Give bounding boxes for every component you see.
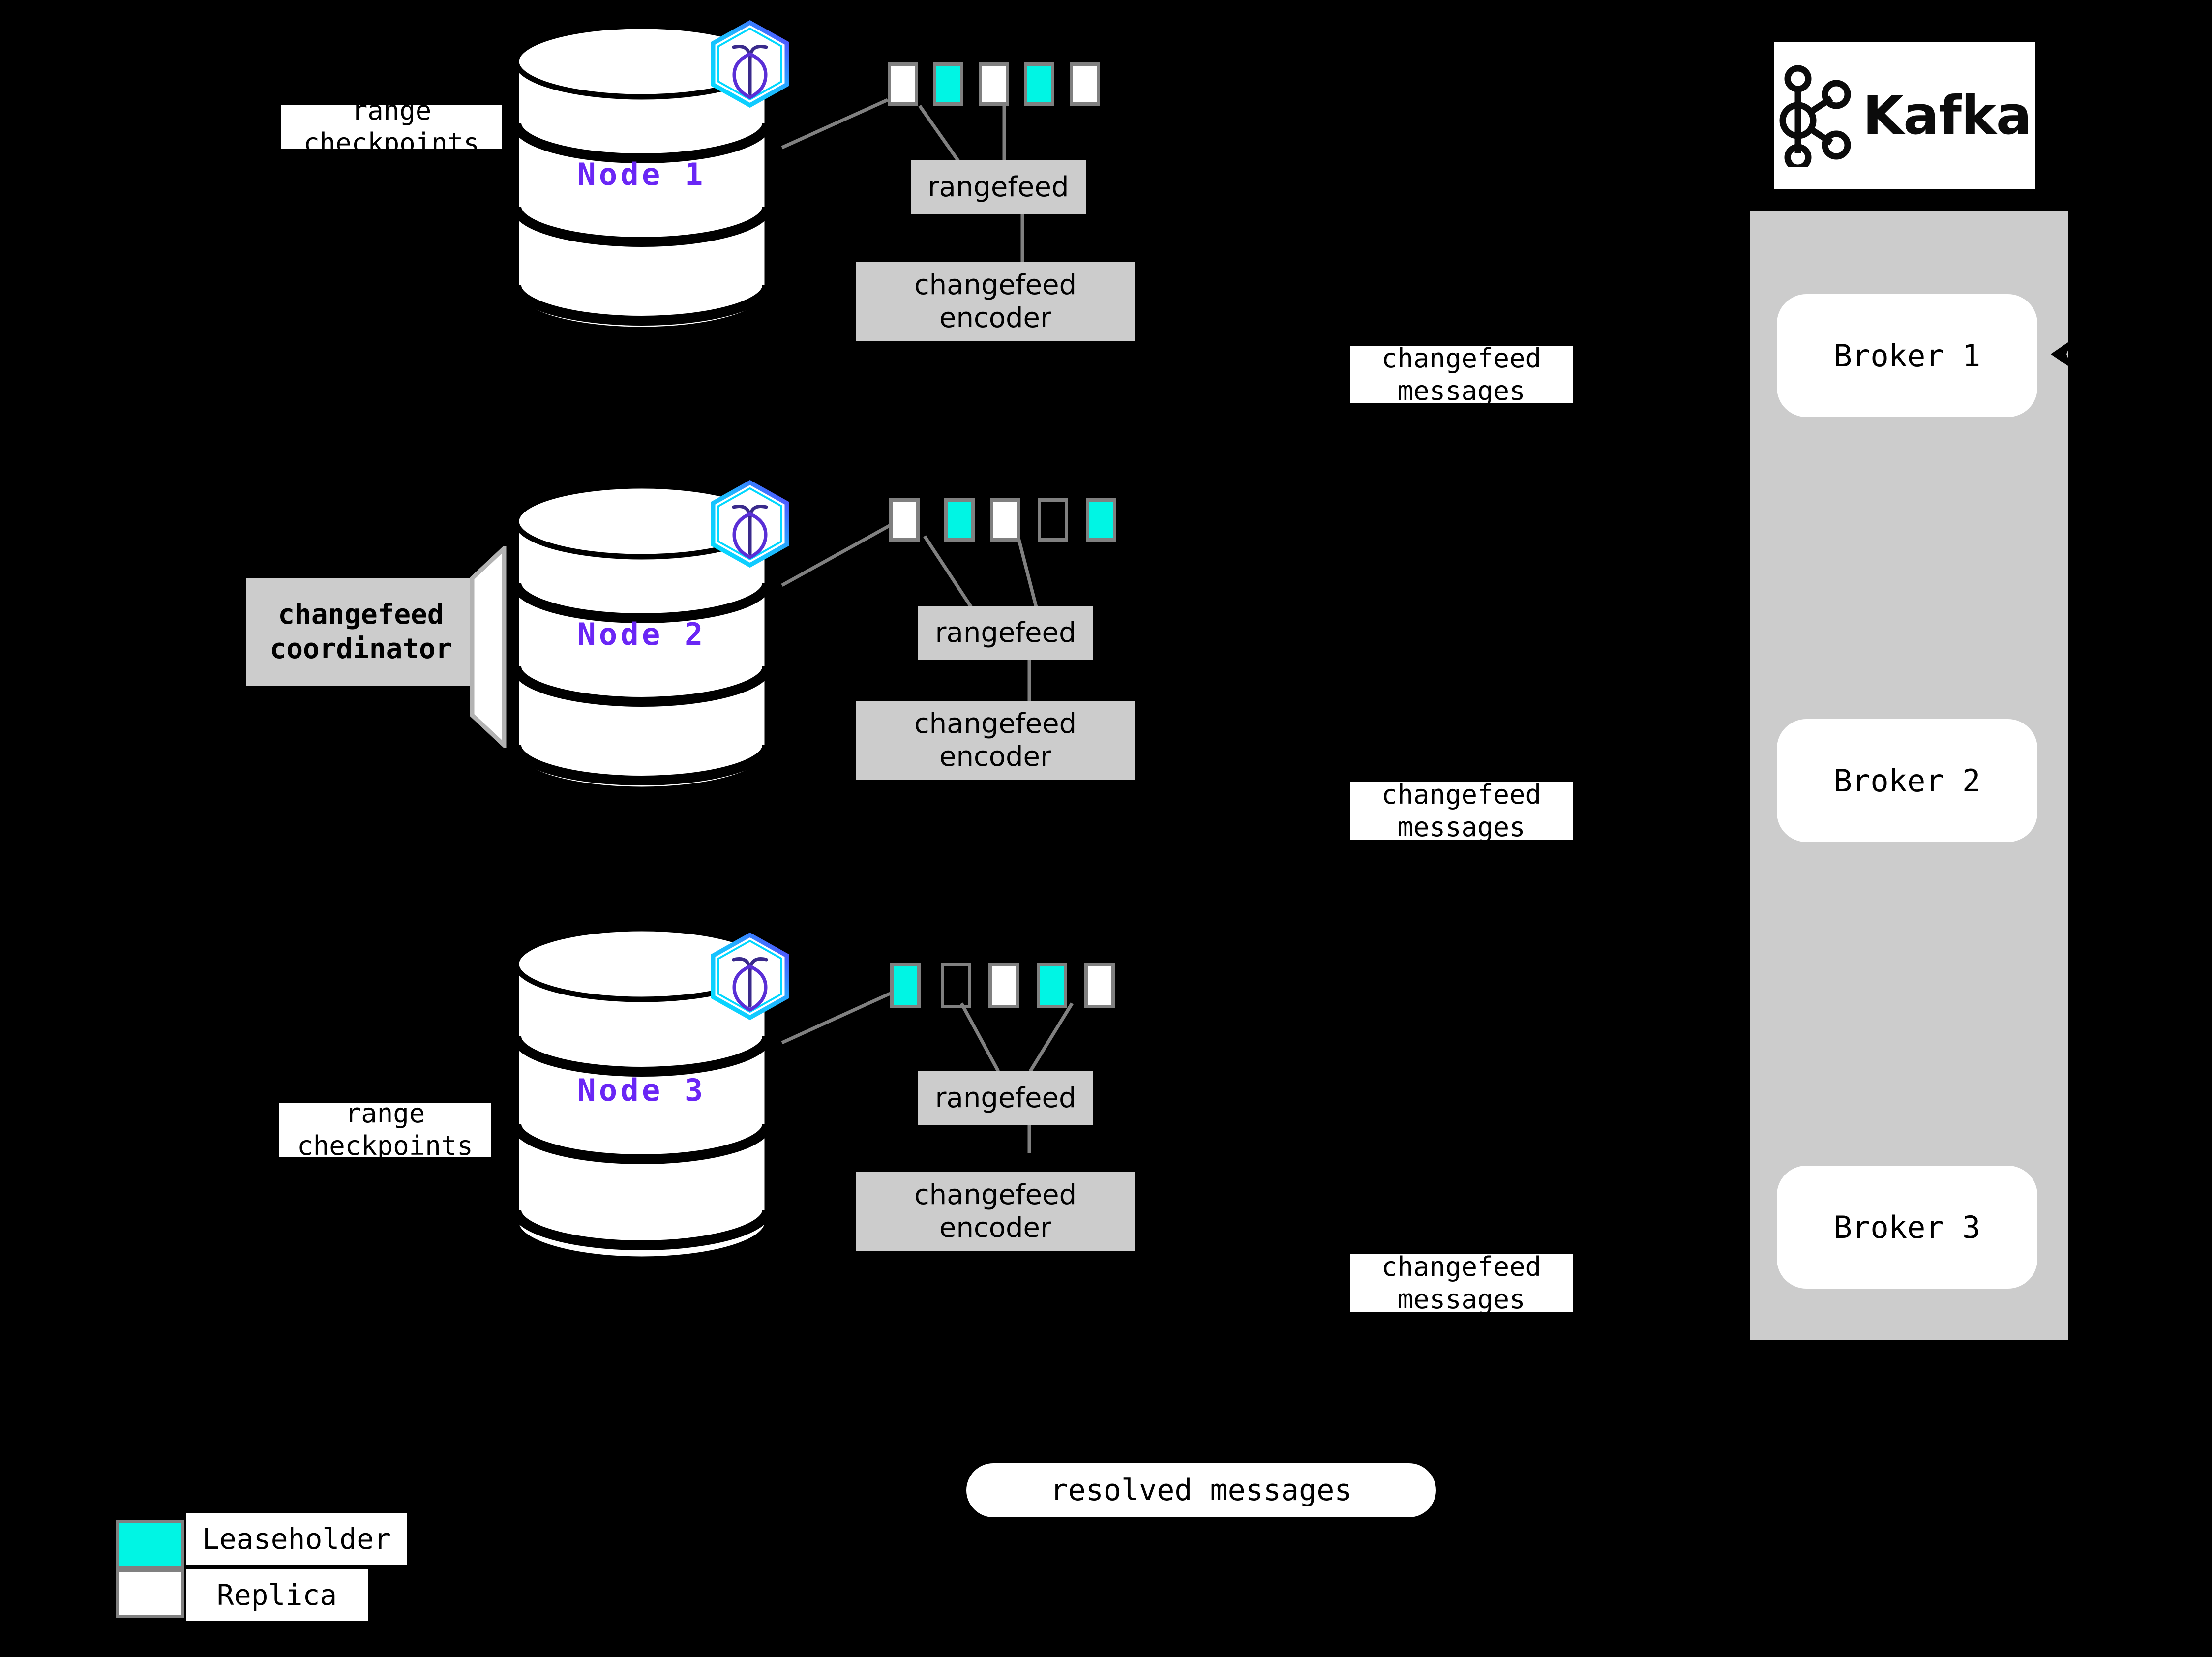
resolved-messages-pill: resolved messages (966, 1463, 1436, 1517)
legend-swatch-replica (116, 1569, 184, 1618)
coordinator-arrow (470, 543, 536, 751)
node1-range-2[interactable] (933, 62, 963, 106)
node2-messages-line2: messages (1397, 811, 1525, 843)
legend-text-leaseholder: Leaseholder (202, 1522, 391, 1556)
node1-range-3[interactable] (979, 62, 1009, 106)
node3-range-checkpoints-label: range checkpoints (279, 1098, 491, 1161)
node3-cockroachdb-logo (708, 932, 792, 1021)
node3-range-2[interactable] (941, 963, 971, 1008)
node3-rangefeed-box[interactable]: rangefeed (918, 1071, 1093, 1125)
resolved-messages-label: resolved messages (1050, 1473, 1352, 1507)
node2-rangefeed-box[interactable]: rangefeed (918, 606, 1093, 660)
node2-rangefeed-label: rangefeed (935, 617, 1076, 649)
broker-3-label: Broker 3 (1833, 1209, 1981, 1245)
node3-range-3[interactable] (988, 963, 1019, 1008)
node3-messages-line2: messages (1397, 1283, 1525, 1315)
node1-rangefeed-box[interactable]: rangefeed (911, 160, 1086, 214)
node1-range-5[interactable] (1070, 62, 1100, 106)
node2-cockroachdb-logo (708, 480, 792, 568)
node2-label: Node 2 (577, 616, 706, 652)
node1-range-checkpoints-label: range checkpoints (281, 95, 502, 158)
legend-label-leaseholder: Leaseholder (186, 1513, 407, 1565)
node1-checkpoints-line2: checkpoints (303, 127, 479, 158)
node3-messages-line1: changefeed (1381, 1251, 1542, 1282)
node1-messages-line1: changefeed (1381, 342, 1542, 374)
node3-encoder-line2: encoder (939, 1212, 1052, 1244)
broker-panel-arrowhead (2051, 339, 2072, 371)
broker-3-card[interactable]: Broker 3 (1777, 1166, 2037, 1289)
node2-changefeed-messages-label: changefeed messages (1350, 779, 1573, 843)
node2-encoder-line1: changefeed (914, 707, 1077, 740)
broker-1-card[interactable]: Broker 1 (1777, 294, 2037, 417)
node3-range-4[interactable] (1037, 963, 1067, 1008)
coordinator-line2: coordinator (269, 633, 452, 665)
broker-2-card[interactable]: Broker 2 (1777, 719, 2037, 842)
node1-checkpoints-line1: range (351, 95, 432, 126)
node3-changefeed-messages-label: changefeed messages (1350, 1251, 1573, 1315)
legend-swatch-leaseholder (116, 1520, 184, 1569)
node2-cylinder[interactable]: Node 2 (511, 484, 772, 789)
node3-rangefeed-label: rangefeed (935, 1082, 1076, 1115)
kafka-logo (1779, 65, 1851, 167)
kafka-wordmark: Kafka (1862, 85, 2032, 147)
node2-range-1[interactable] (889, 498, 920, 542)
node2-range-3[interactable] (990, 498, 1020, 542)
node1-encoder-line2: encoder (939, 302, 1052, 334)
kafka-logo-card: Kafka (1774, 42, 2035, 189)
coordinator-line1: changefeed (278, 599, 444, 631)
node1-encoder-line1: changefeed (914, 269, 1077, 301)
legend-label-replica: Replica (186, 1569, 368, 1621)
node1-rangefeed-label: rangefeed (927, 171, 1069, 204)
node1-messages-line2: messages (1397, 375, 1525, 406)
node2-range-2[interactable] (944, 498, 975, 542)
node3-cylinder[interactable]: Node 3 (511, 927, 772, 1262)
node2-messages-line1: changefeed (1381, 779, 1542, 810)
node3-range-5[interactable] (1084, 963, 1115, 1008)
node3-encoder-line1: changefeed (914, 1178, 1077, 1211)
node1-cockroachdb-logo (708, 20, 792, 108)
node3-label: Node 3 (577, 1072, 706, 1108)
node1-changefeed-encoder-box[interactable]: changefeed encoder (856, 262, 1135, 341)
node1-range-4[interactable] (1024, 62, 1054, 106)
node2-changefeed-encoder-box[interactable]: changefeed encoder (856, 701, 1135, 780)
node1-cylinder[interactable]: Node 1 (511, 25, 772, 330)
broker-1-label: Broker 1 (1833, 337, 1981, 374)
legend-text-replica: Replica (216, 1578, 337, 1612)
node3-checkpoints-line2: checkpoints (297, 1130, 473, 1161)
node3-range-1[interactable] (890, 963, 921, 1008)
changefeed-coordinator-box[interactable]: changefeed coordinator (246, 578, 476, 686)
node2-range-5[interactable] (1086, 498, 1116, 542)
node1-range-1[interactable] (888, 62, 918, 106)
node2-range-4[interactable] (1038, 498, 1068, 542)
broker-2-label: Broker 2 (1833, 762, 1981, 799)
node1-changefeed-messages-label: changefeed messages (1350, 343, 1573, 406)
node3-changefeed-encoder-box[interactable]: changefeed encoder (856, 1172, 1135, 1251)
node3-checkpoints-line1: range (345, 1098, 425, 1129)
node1-label: Node 1 (577, 156, 706, 192)
node2-encoder-line2: encoder (939, 741, 1052, 773)
